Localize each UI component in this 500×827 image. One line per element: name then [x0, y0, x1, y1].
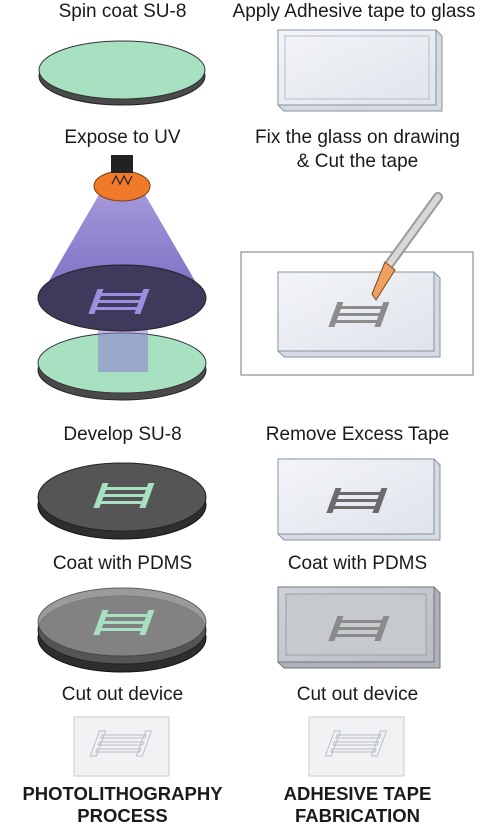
uv-exposure	[37, 155, 207, 401]
cut-tape-scene	[240, 192, 474, 376]
step-cut-device-right-label: Cut out device	[296, 684, 419, 705]
footer-photolithography-line1: PHOTOLITHOGRAPHY	[22, 783, 223, 804]
scalpel-icon	[371, 192, 443, 301]
footer-adhesive-tape: ADHESIVE TAPE FABRICATION	[250, 783, 465, 827]
step-spin-coat-label: Spin coat SU-8	[58, 1, 187, 22]
step-fix-glass-label: Fix the glass on drawing	[255, 127, 460, 148]
pdms-coated-wafer	[37, 587, 207, 673]
tape-pattern-glass	[277, 458, 441, 541]
step-cut-device-left-label: Cut out device	[61, 684, 184, 705]
device-right	[308, 716, 405, 777]
spin-coat-wafer	[38, 40, 206, 106]
step-remove-tape-label: Remove Excess Tape	[265, 424, 450, 445]
tape-on-glass	[277, 29, 443, 112]
footer-photolithography-line2: PROCESS	[77, 805, 168, 826]
footer-adhesive-tape-line2: FABRICATION	[294, 805, 421, 826]
device-left	[73, 716, 170, 777]
footer-adhesive-tape-line1: ADHESIVE TAPE	[283, 783, 432, 804]
footer-photolithography: PHOTOLITHOGRAPHY PROCESS	[0, 783, 245, 827]
step-coat-pdms-left-label: Coat with PDMS	[52, 553, 193, 574]
step-cut-tape-label: & Cut the tape	[296, 151, 419, 172]
developed-wafer	[37, 462, 207, 540]
step-develop-label: Develop SU-8	[63, 424, 182, 445]
step-apply-tape-label: Apply Adhesive tape to glass	[232, 1, 476, 22]
step-expose-uv-label: Expose to UV	[64, 127, 181, 148]
pdms-coated-glass	[277, 586, 441, 669]
step-coat-pdms-right-label: Coat with PDMS	[287, 553, 428, 574]
